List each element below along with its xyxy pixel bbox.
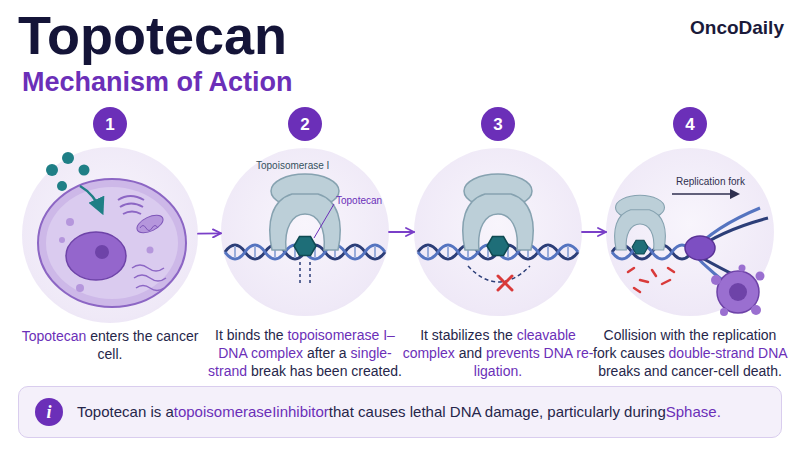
step-panel: It binds the topoisomerase I–DNA complex…	[221, 148, 389, 316]
highlight-word: topoisomerase	[174, 403, 272, 422]
step-caption: It stabilizes the cleavable complex and …	[400, 326, 596, 381]
highlight-word: Topotecan	[22, 328, 87, 344]
highlight-word: S	[666, 403, 676, 422]
step-number-text: 3	[493, 116, 502, 133]
info-icon: i	[35, 398, 63, 426]
step-arrow	[389, 231, 414, 233]
highlight-word: double-strand	[669, 345, 755, 361]
part-label: Replication fork	[676, 176, 745, 187]
step-number-text: 4	[685, 116, 694, 133]
step-number-text: 1	[105, 116, 114, 133]
step-panel: Collision with the replication fork caus…	[606, 148, 774, 316]
step-number: 2	[288, 107, 322, 141]
highlight-word: prevents	[486, 345, 540, 361]
step-caption: It binds the topoisomerase I–DNA complex…	[205, 326, 405, 381]
step-number: 4	[673, 107, 707, 141]
highlight-word: DNA	[544, 345, 573, 361]
highlight-word: topoisomerase	[287, 327, 379, 343]
highlight-word: phase.	[676, 403, 721, 422]
step-number: 1	[93, 107, 127, 141]
step-number-text: 2	[300, 116, 309, 133]
subtitle: Mechanism of Action	[22, 68, 293, 98]
highlight-word: inhibitor	[276, 403, 329, 422]
step-panel: It stabilizes the cleavable complex and …	[414, 148, 582, 316]
brand-logo: OncoDaily	[690, 18, 784, 39]
step-caption: Collision with the replication fork caus…	[590, 326, 790, 381]
highlight-word: complex	[251, 345, 303, 361]
step-number: 3	[481, 107, 515, 141]
info-text: Topotecan is a topoisomerase I inhibitor…	[77, 387, 767, 437]
highlight-word: I	[272, 403, 276, 422]
info-box: Topotecan is a topoisomerase I inhibitor…	[18, 386, 782, 438]
step-caption: Topotecan enters the cancer cell.	[15, 327, 205, 363]
step-arrow	[198, 232, 221, 234]
info-icon-text: i	[46, 403, 51, 421]
part-label: Topotecan	[336, 195, 382, 206]
step-arrow	[582, 231, 606, 233]
step-panel: Topotecan enters the cancer cell.	[22, 147, 198, 323]
diagram-title: Topotecan	[18, 8, 287, 62]
highlight-word: DNA	[758, 345, 787, 361]
highlight-word: complex	[403, 345, 455, 361]
highlight-word: cleavable	[517, 327, 576, 343]
part-label: Topoisomerase I	[256, 160, 329, 171]
